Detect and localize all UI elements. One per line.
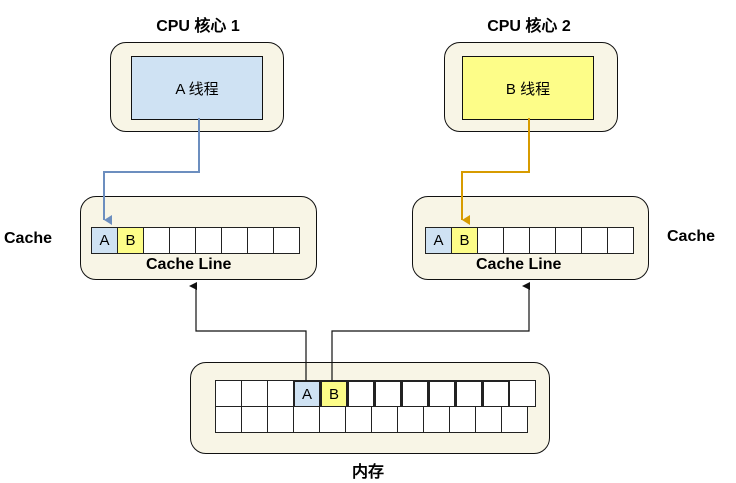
memory-cell [241,406,268,433]
cache-2-line-label: Cache Line [476,256,562,273]
memory-cell [267,406,294,433]
thread-a-arrow [103,118,200,225]
core1-title: CPU 核心 1 [156,18,240,35]
cache-1-line: A B [91,227,300,254]
memory-cell [215,380,242,407]
cache-1-cell [195,227,222,254]
cache-1-line-label: Cache Line [146,256,232,273]
memory-row-1: A B [215,380,536,408]
cache-1-side-label: Cache [4,230,53,247]
cache-1-cell-a: A [91,227,118,254]
cache-2-cell-b: B [451,227,478,254]
memory-cell [397,406,424,433]
memory-cell [475,406,502,433]
thread-a-box: A 线程 [131,56,263,120]
memory-to-cache-2-arrow [331,282,530,381]
memory-cell [509,380,536,407]
memory-cell-b: B [320,380,348,408]
cache-2-cell-a: A [425,227,452,254]
cache-2-cell [555,227,582,254]
cache-2-cell [503,227,530,254]
memory-cell [319,406,346,433]
memory-cell [501,406,528,433]
core2-title: CPU 核心 2 [487,18,571,35]
memory-cell [215,406,242,433]
memory-row-2 [215,406,528,433]
memory-cell [345,406,372,433]
cache-1-cell [273,227,300,254]
thread-b-arrow [461,118,530,225]
cache-2-side-label: Cache [667,228,716,245]
cache-2-cell [607,227,634,254]
cache-1-cell [221,227,248,254]
cache-2-cell [529,227,556,254]
cache-2-line: A B [425,227,634,254]
memory-to-cache-1-arrow [189,282,307,381]
memory-label: 内存 [352,464,385,481]
cache-1-cell [247,227,274,254]
cache-1-cell [169,227,196,254]
